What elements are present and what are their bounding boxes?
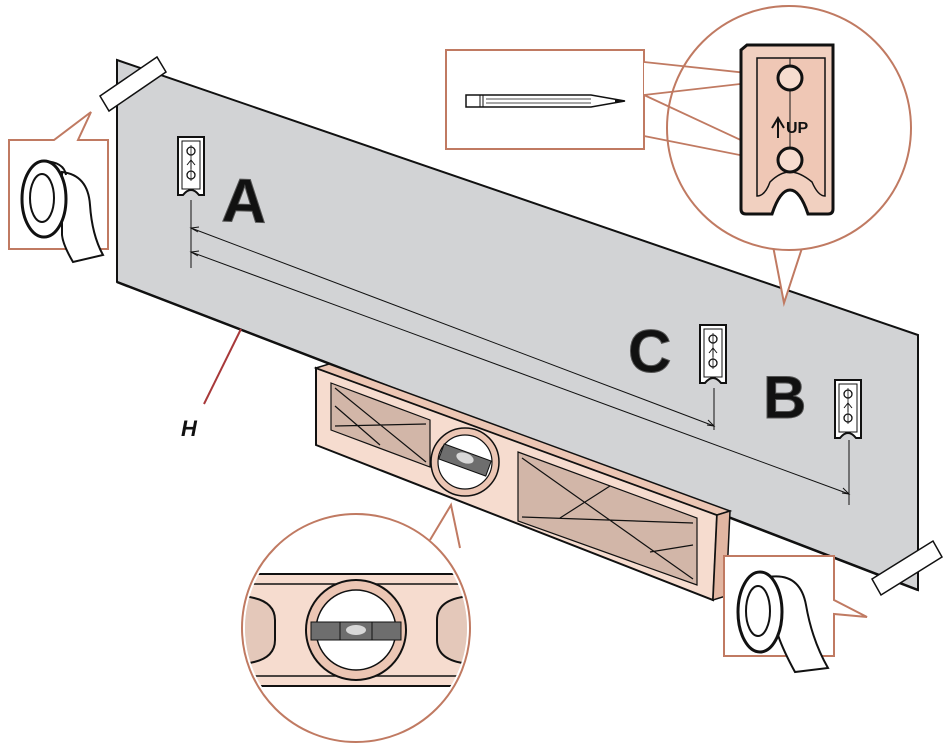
label-c: C [628, 318, 671, 385]
level-detail-magnifier [241, 502, 471, 743]
bracket-c [699, 324, 727, 384]
tape-roll-icon [20, 159, 105, 264]
level-tool-icon [313, 363, 733, 602]
dimension-lines [189, 200, 851, 505]
bracket-icon: UP [739, 43, 835, 216]
label-b: B [763, 364, 806, 431]
bracket-b [834, 379, 862, 439]
up-label: UP [786, 120, 809, 137]
tape-strip-bottom-right [870, 539, 944, 597]
leader-h [203, 328, 242, 405]
tape-strip-top-left [98, 55, 168, 113]
label-a: A [221, 166, 268, 237]
bracket-detail-magnifier: UP [643, 5, 912, 307]
tape-roll-icon [736, 570, 830, 674]
tape-callout-bottom-right [723, 555, 868, 674]
pencil-callout [445, 49, 645, 150]
pencil-icon [465, 94, 626, 108]
label-h: H [181, 416, 198, 441]
tape-callout-top-left [8, 111, 109, 264]
bracket-a [177, 136, 205, 196]
